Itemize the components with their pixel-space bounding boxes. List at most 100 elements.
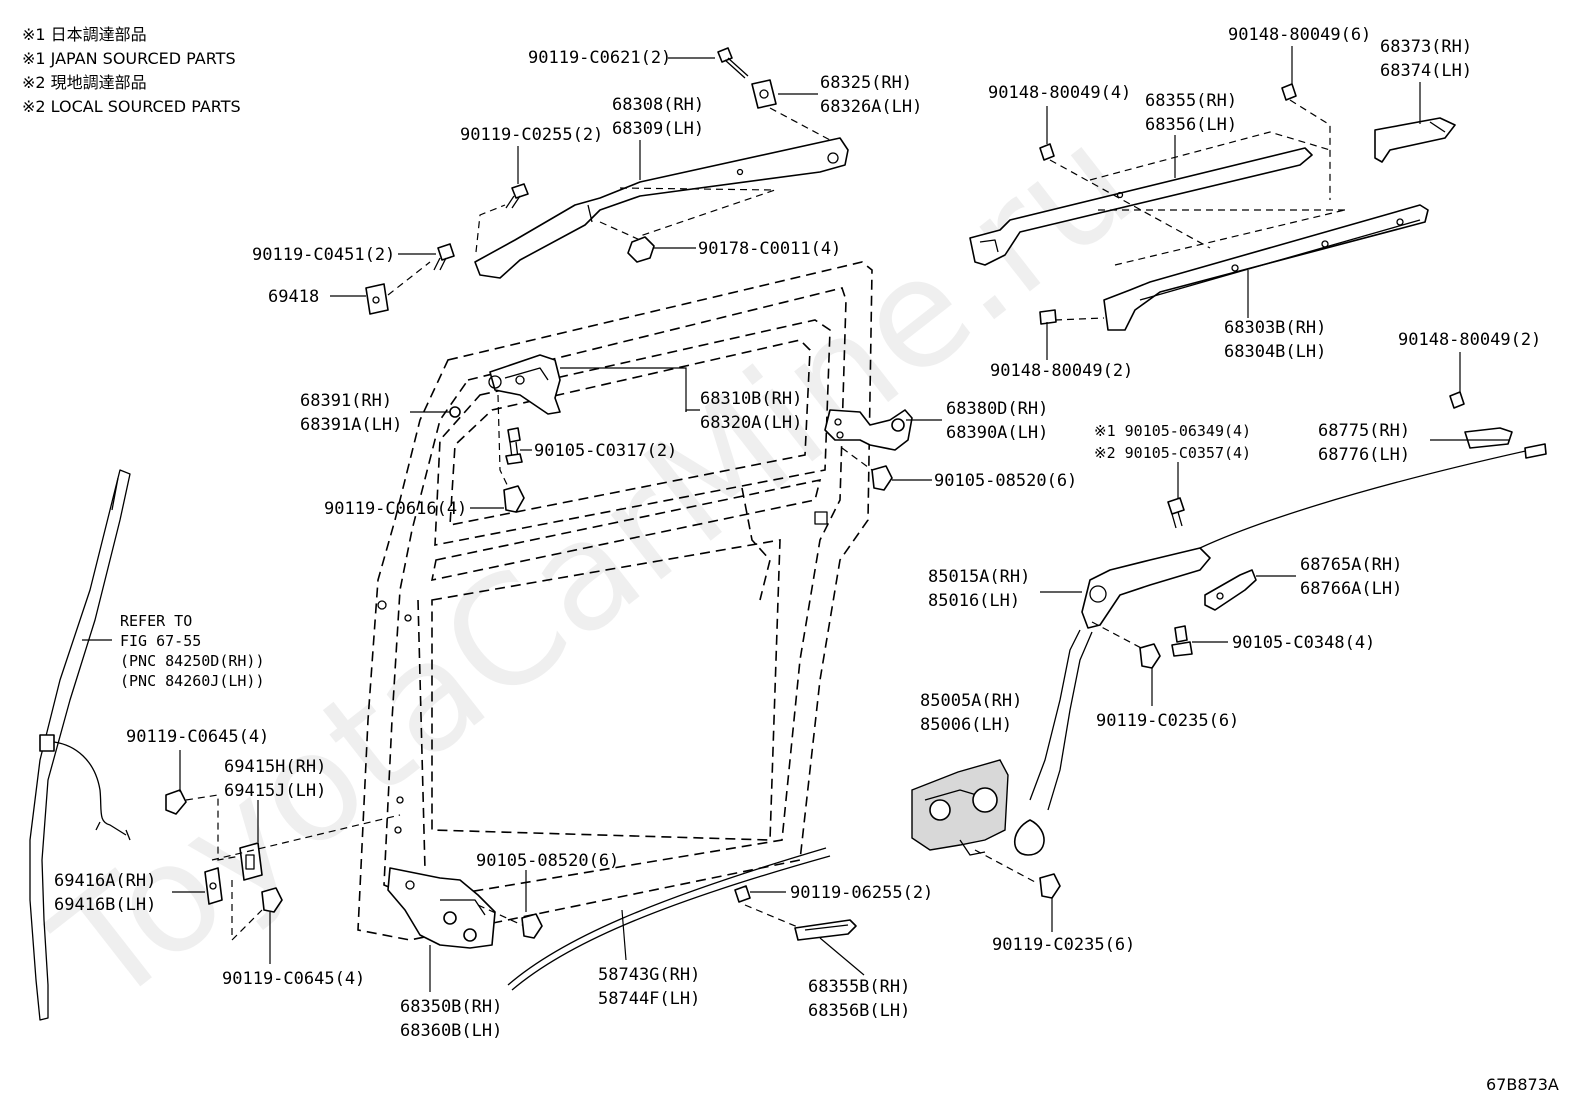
nut-90178-C0011 <box>627 236 655 263</box>
label-68304B-lh: 68304B(LH) <box>1224 342 1326 362</box>
label-68308-rh: 68308(RH) <box>612 95 704 115</box>
label-68390A-lh: 68390A(LH) <box>946 423 1048 443</box>
label-90119-C0621: 90119-C0621(2) <box>528 48 671 68</box>
callout-labels: 90119-C0621(2) 68325(RH) 68326A(LH) 6830… <box>54 25 1541 1041</box>
note-japan-jp: ※1 日本調達部品 <box>22 25 147 44</box>
label-69418: 69418 <box>268 287 319 307</box>
label-68356-lh: 68356(LH) <box>1145 115 1237 135</box>
label-pnc-84260J: (PNC 84260J(LH)) <box>120 672 265 690</box>
center-roller-68310B <box>488 354 561 496</box>
label-68374-lh: 68374(LH) <box>1380 61 1472 81</box>
label-68356B-lh: 68356B(LH) <box>808 1001 910 1021</box>
bolt-90119-C0235-lower <box>1039 873 1061 899</box>
label-68360B-lh: 68360B(LH) <box>400 1021 502 1041</box>
label-68320A-lh: 68320A(LH) <box>700 413 802 433</box>
label-90105-06349: ※1 90105-06349(4) <box>1094 422 1251 440</box>
bolt-90119-C0235-mid <box>1091 621 1161 669</box>
bolt-90105-06349 <box>1167 497 1185 529</box>
bolt-90119-C0616 <box>503 485 525 513</box>
label-68391-rh: 68391(RH) <box>300 391 392 411</box>
label-69416B-lh: 69416B(LH) <box>54 895 156 915</box>
bolt-90119-C0255 <box>505 183 529 209</box>
bolt-90105-08520-lower <box>521 913 543 939</box>
label-90178-C0011: 90178-C0011(4) <box>698 239 841 259</box>
label-68776-lh: 68776(LH) <box>1318 445 1410 465</box>
label-85016-lh: 85016(LH) <box>928 591 1020 611</box>
label-90148-80049-2b: 90148-80049(2) <box>1398 330 1541 350</box>
label-90105-C0357: ※2 90105-C0357(4) <box>1094 444 1251 462</box>
hinge-68380D <box>824 409 913 471</box>
label-68355B-rh: 68355B(RH) <box>808 977 910 997</box>
label-refer-to: REFER TO <box>120 612 192 630</box>
bracket-69418 <box>365 261 431 315</box>
bracket-guide-dashes <box>185 794 401 942</box>
label-90105-08520-lower: 90105-08520(6) <box>476 851 619 871</box>
label-68350B-rh: 68350B(RH) <box>400 997 502 1017</box>
bracket-69416A <box>204 867 223 905</box>
note-local-jp: ※2 現地調達部品 <box>22 73 147 92</box>
label-90119-06255: 90119-06255(2) <box>790 883 933 903</box>
lower-rail-58743G <box>507 847 831 991</box>
bracket-68325 <box>751 79 831 141</box>
label-fig-67-55: FIG 67-55 <box>120 632 201 650</box>
bolt-90119-C0621 <box>717 47 749 79</box>
label-90119-C0645-lower: 90119-C0645(4) <box>222 969 365 989</box>
label-68765A-rh: 68765A(RH) <box>1300 555 1402 575</box>
label-68380D-rh: 68380D(RH) <box>946 399 1048 419</box>
label-90148-80049-6: 90148-80049(6) <box>1228 25 1371 45</box>
label-90105-C0348: 90105-C0348(4) <box>1232 633 1375 653</box>
cover-68373 <box>1374 117 1456 163</box>
label-85005A-rh: 85005A(RH) <box>920 691 1022 711</box>
bolt-90148-80049-set <box>1039 83 1465 409</box>
bolt-90119-C0645-upper <box>165 789 187 815</box>
label-58743G-rh: 58743G(RH) <box>598 965 700 985</box>
rail-guide-dashes <box>1049 99 1346 321</box>
label-68766A-lh: 68766A(LH) <box>1300 579 1402 599</box>
figure-code: 67B873A <box>1486 1075 1559 1094</box>
weatherstrip-84250D <box>29 469 131 1021</box>
label-68326A-lh: 68326A(LH) <box>820 97 922 117</box>
label-90148-80049-2a: 90148-80049(2) <box>990 361 1133 381</box>
label-85006-lh: 85006(LH) <box>920 715 1012 735</box>
motor-85005A <box>911 759 1036 883</box>
label-69416A-rh: 69416A(RH) <box>54 871 156 891</box>
bolt-90105-C0348 <box>1171 625 1193 657</box>
leader-lines <box>82 46 1510 992</box>
label-90148-80049-4: 90148-80049(4) <box>988 83 1131 103</box>
lower-roller-68350B <box>387 867 523 949</box>
handle-68775 <box>1464 427 1513 449</box>
bolt-90119-C0451 <box>433 243 455 271</box>
label-90105-08520-upper: 90105-08520(6) <box>934 471 1077 491</box>
bolt-90105-C0317 <box>505 427 523 465</box>
bolt-90119-C0645-lower <box>261 887 283 913</box>
grommet-68391 <box>449 406 461 418</box>
bolt-90105-08520-upper <box>871 465 893 491</box>
sliding-door-panel <box>357 261 873 941</box>
lock-remote-85015A <box>1014 443 1547 856</box>
label-85015A-rh: 85015A(RH) <box>928 567 1030 587</box>
cable-end-68765A <box>1204 569 1257 611</box>
label-69415H-rh: 69415H(RH) <box>224 757 326 777</box>
label-68373-rh: 68373(RH) <box>1380 37 1472 57</box>
rail-68355 <box>969 147 1313 266</box>
label-90119-C0235-lower: 90119-C0235(6) <box>992 935 1135 955</box>
label-69415J-lh: 69415J(LH) <box>224 781 326 801</box>
rail-68303B <box>1103 204 1429 331</box>
label-90119-C0235-mid: 90119-C0235(6) <box>1096 711 1239 731</box>
label-90119-C0645-upper: 90119-C0645(4) <box>126 727 269 747</box>
label-68391A-lh: 68391A(LH) <box>300 415 402 435</box>
label-90119-C0451: 90119-C0451(2) <box>252 245 395 265</box>
note-japan-en: ※1 JAPAN SOURCED PARTS <box>22 49 236 68</box>
label-68309-lh: 68309(LH) <box>612 119 704 139</box>
label-68303B-rh: 68303B(RH) <box>1224 318 1326 338</box>
label-90119-C0616: 90119-C0616(4) <box>324 499 467 519</box>
label-90119-C0255: 90119-C0255(2) <box>460 125 603 145</box>
bracket-69415H <box>239 842 263 881</box>
label-58744F-lh: 58744F(LH) <box>598 989 700 1009</box>
label-68355-rh: 68355(RH) <box>1145 91 1237 111</box>
cover-68355B <box>744 904 857 941</box>
label-68310B-rh: 68310B(RH) <box>700 389 802 409</box>
bolt-90119-06255 <box>734 885 751 903</box>
label-90105-C0317: 90105-C0317(2) <box>534 441 677 461</box>
